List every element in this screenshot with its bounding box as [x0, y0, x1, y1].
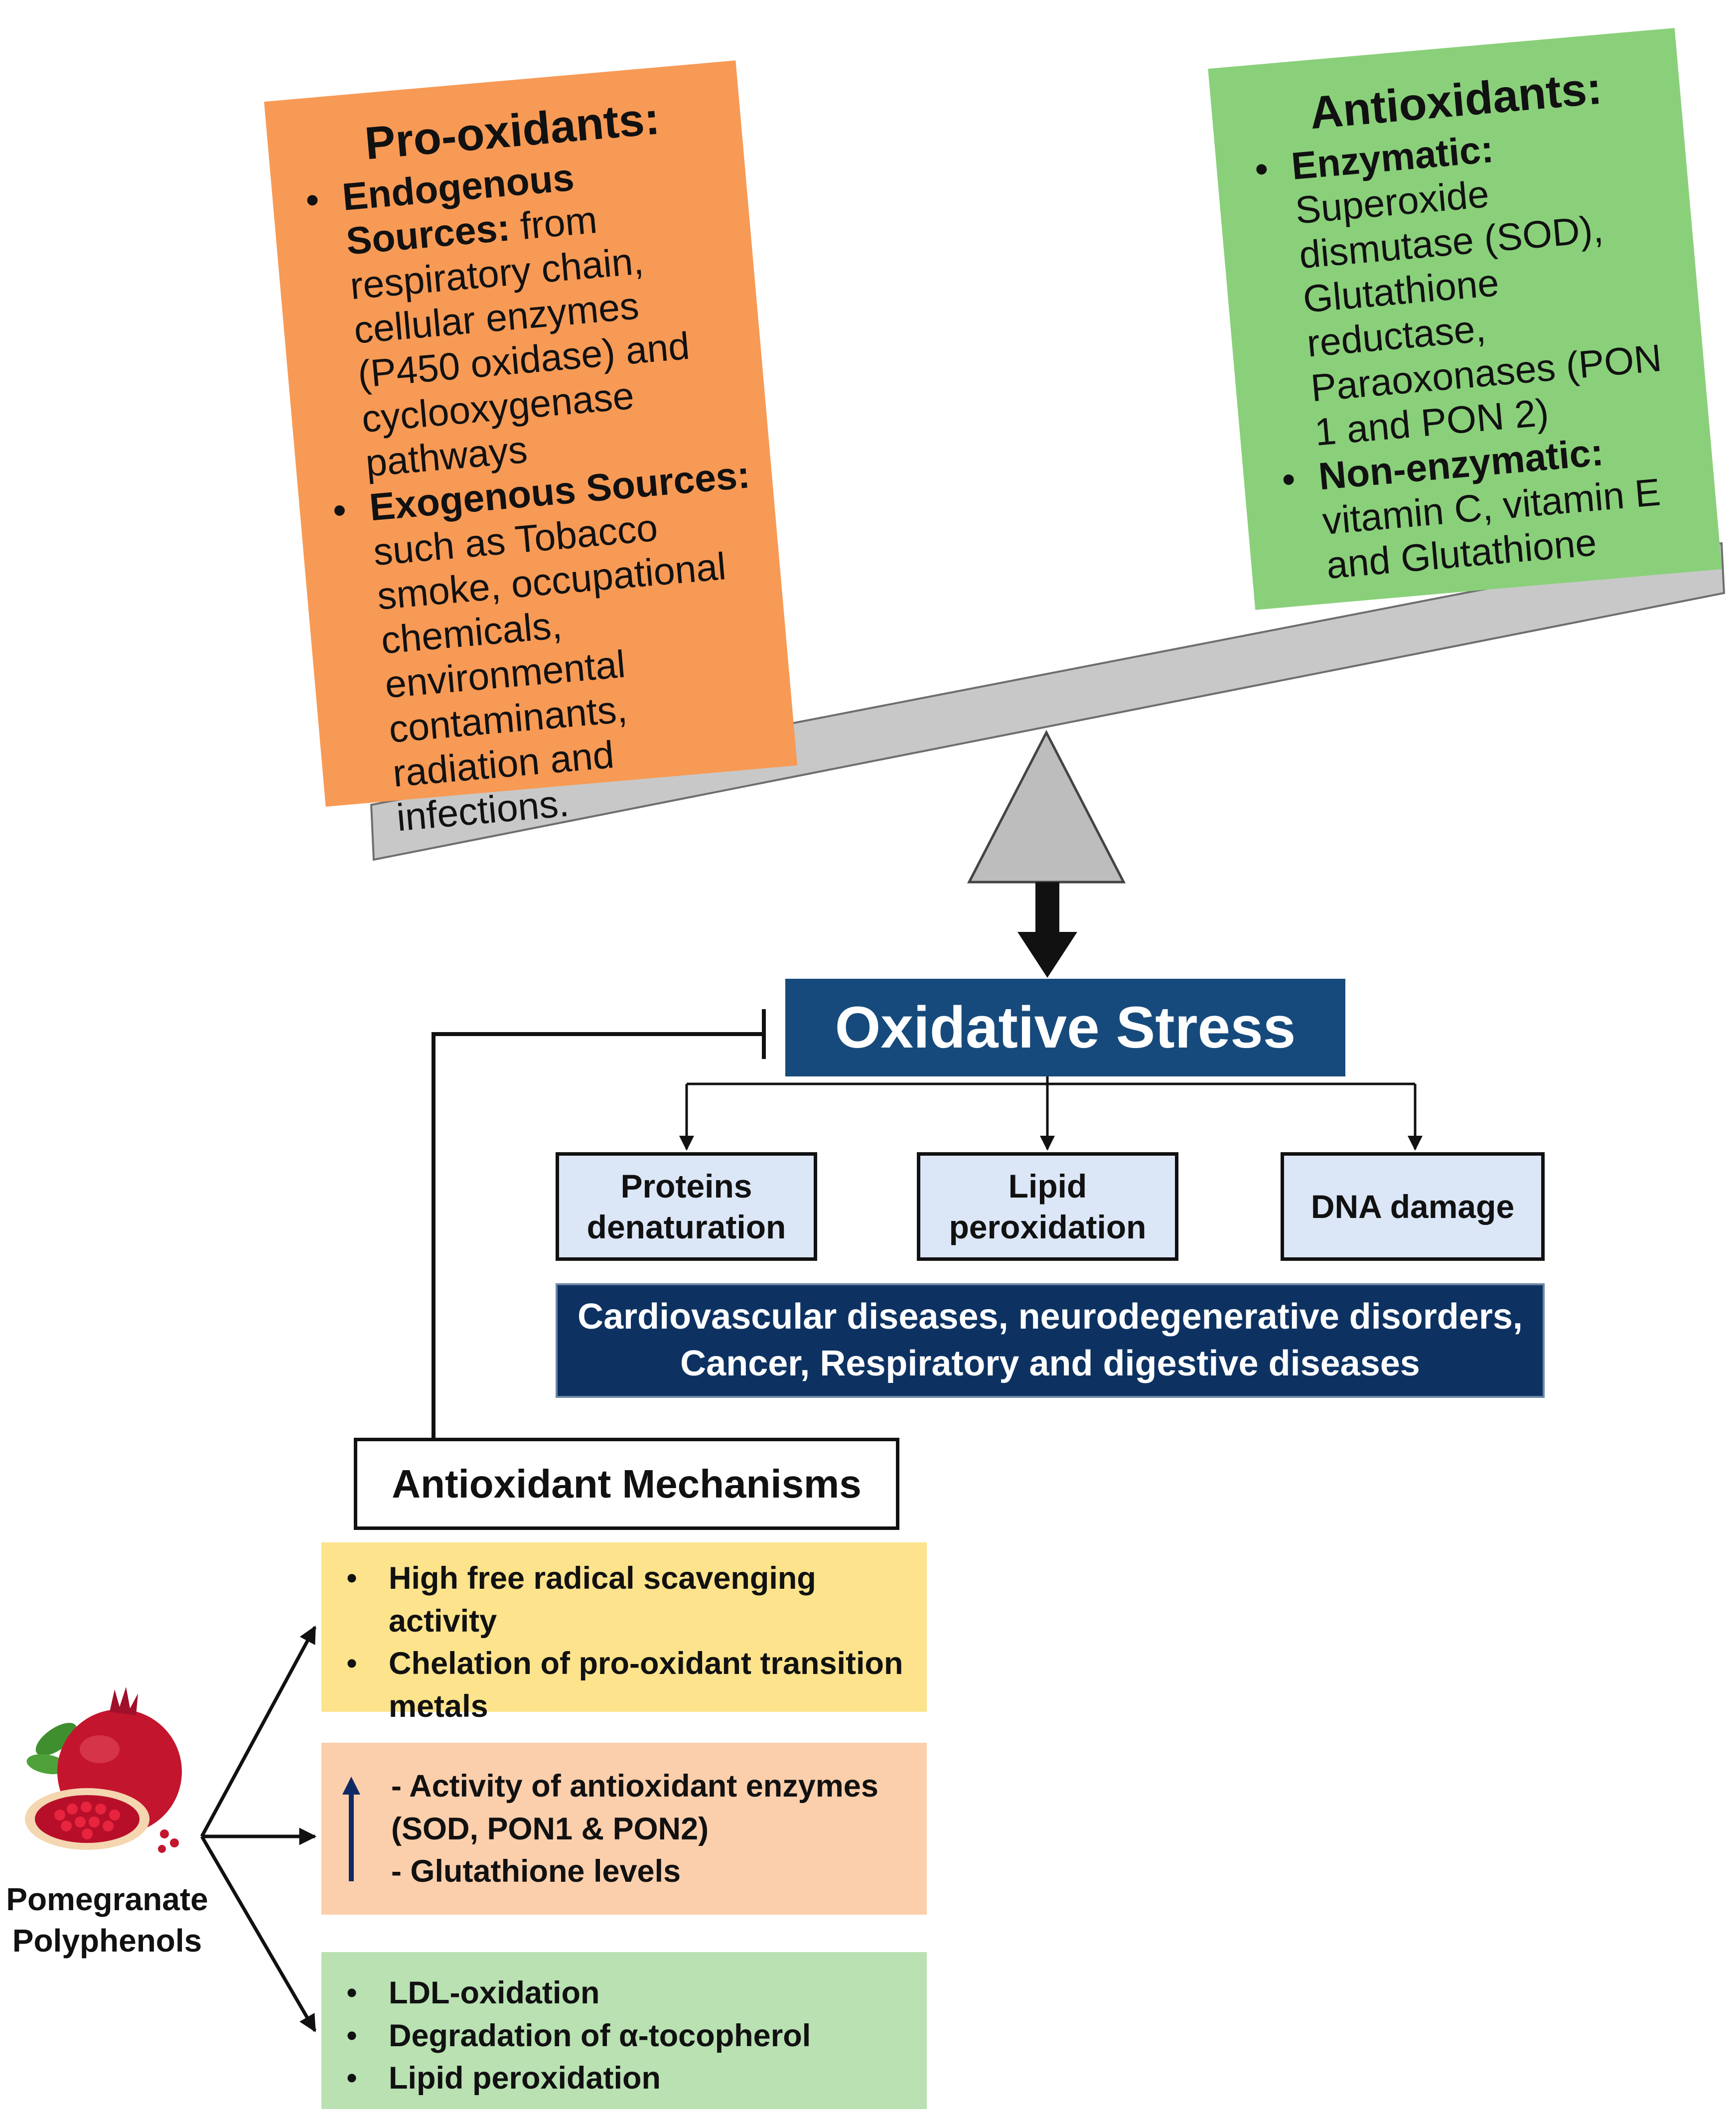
- effect-branches: [679, 1076, 1423, 1151]
- list-item: Exogenous Sources: such as Tobacco smoke…: [328, 452, 787, 844]
- effect-line: Proteins: [620, 1167, 752, 1205]
- list-item: Chelation of pro-oxidant transition metal…: [336, 1643, 912, 1728]
- pomegranate-polyphenols-label: Pomegranate Polyphenols: [0, 1879, 214, 1962]
- label-line: Pomegranate: [6, 1881, 208, 1917]
- enzyme-activity-panel: - Activity of antioxidant enzymes (SOD, …: [321, 1743, 927, 1915]
- proteins-denaturation-box: Proteins denaturation: [556, 1152, 817, 1261]
- effect-line: DNA damage: [1310, 1188, 1515, 1225]
- effect-line: peroxidation: [949, 1209, 1147, 1245]
- effect-line: denaturation: [586, 1209, 786, 1245]
- effect-line: Lipid: [1008, 1167, 1087, 1205]
- list-item: Lipid peroxidation: [336, 2057, 912, 2100]
- pro-oxidants-list: Endogenous Sources: from respiratory cha…: [301, 142, 787, 844]
- list-item-text: Chelation of pro-oxidant transition: [389, 1646, 903, 1681]
- down-arrow-head: [1017, 932, 1077, 978]
- antioxidant-mechanisms-title: Antioxidant Mechanisms: [354, 1438, 899, 1530]
- pro-oxidants-box: Pro-oxidants: Endogenous Sources: from r…: [264, 60, 798, 840]
- scale-fulcrum: [967, 730, 1126, 884]
- up-arrow-icon: [342, 1777, 360, 1881]
- oxidative-stress-box: Oxidative Stress: [785, 979, 1345, 1076]
- pomegranate-branches: [200, 1625, 317, 2033]
- list-item: Endogenous Sources: from respiratory cha…: [301, 142, 756, 489]
- list-item-text: metals: [389, 1689, 488, 1724]
- antioxidants-box: Antioxidants: Enzymatic: Superoxide dism…: [1208, 28, 1722, 610]
- list-item: Enzymatic: Superoxide dismutase (SOD), G…: [1250, 112, 1694, 458]
- pomegranate-icon: [25, 1687, 182, 1853]
- down-arrow-shaft: [1035, 882, 1059, 934]
- antioxidants-list: Enzymatic: Superoxide dismutase (SOD), G…: [1250, 112, 1706, 592]
- diseases-box: Cardiovascular diseases, neurodegenerati…: [556, 1283, 1545, 1398]
- list-item: - Glutathione levels: [391, 1854, 681, 1889]
- list-item: High free radical scavenging activity: [336, 1557, 912, 1643]
- diseases-line: Cardiovascular diseases, neurodegenerati…: [578, 1297, 1523, 1337]
- diseases-line: Cancer, Respiratory and digestive diseas…: [680, 1344, 1420, 1383]
- oxidation-inhibition-panel: LDL-oxidation Degradation of α-tocophero…: [321, 1952, 927, 2109]
- inhibition-connector: [432, 1009, 766, 1438]
- lipid-peroxidation-box: Lipid peroxidation: [917, 1152, 1178, 1261]
- list-item: (SOD, PON1 & PON2): [391, 1811, 709, 1846]
- list-item: LDL-oxidation: [336, 1972, 912, 2015]
- enzymatic-text: Superoxide dismutase (SOD), Glutathione …: [1294, 172, 1664, 454]
- dna-damage-box: DNA damage: [1281, 1152, 1545, 1261]
- list-item: Degradation of α-tocopherol: [336, 2015, 912, 2058]
- scavenging-panel: High free radical scavenging activity Ch…: [321, 1542, 927, 1724]
- list-item: - Activity of antioxidant enzymes: [391, 1769, 878, 1804]
- exogenous-text: such as Tobacco smoke, occupational chem…: [371, 506, 728, 840]
- label-line: Polyphenols: [12, 1923, 202, 1959]
